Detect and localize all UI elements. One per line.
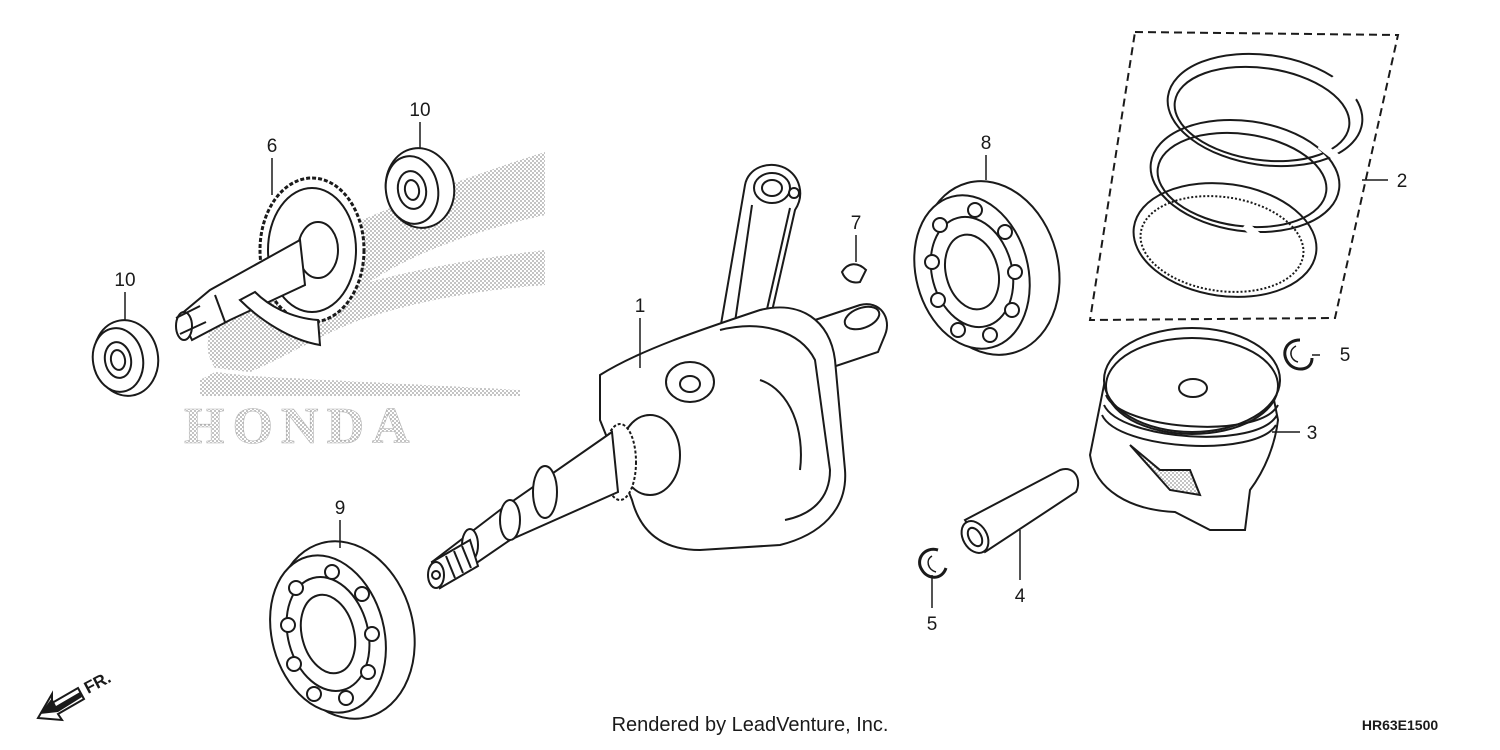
radial-bearing-left[interactable] <box>253 525 434 734</box>
woodruff-key[interactable] <box>842 264 866 282</box>
balancer-shaft[interactable] <box>176 178 364 345</box>
piston-pin-clip-b[interactable] <box>920 549 946 577</box>
front-direction-label: FR. <box>81 668 114 698</box>
callout-piston-pin-clip-a: 5 <box>1340 345 1351 366</box>
leader-lines <box>124 122 1388 608</box>
callout-balancer-shaft: 6 <box>267 136 278 157</box>
callout-labels: 1 2 3 4 5 5 6 7 8 9 10 10 <box>114 100 1407 635</box>
callout-radial-bearing-right: 8 <box>981 133 992 154</box>
render-credit: Rendered by LeadVenture, Inc. <box>612 714 889 736</box>
callout-piston-pin: 4 <box>1015 586 1026 607</box>
callout-radial-bearing-left: 9 <box>335 498 346 519</box>
callout-woodruff-key: 7 <box>851 213 862 234</box>
piston-ring-set[interactable] <box>1090 32 1398 320</box>
callout-piston-ring-set: 2 <box>1397 171 1408 192</box>
radial-bearing-right[interactable] <box>898 165 1079 370</box>
piston-pin-clip-a[interactable] <box>1285 340 1312 369</box>
honda-wordmark: HONDA <box>184 398 418 455</box>
callout-piston: 3 <box>1307 423 1318 444</box>
front-direction-marker: FR. <box>36 668 114 722</box>
balancer-bearing-top[interactable] <box>380 143 461 234</box>
callout-crankshaft: 1 <box>635 296 646 317</box>
callout-piston-pin-clip-b: 5 <box>927 614 938 635</box>
balancer-bearing-left[interactable] <box>88 315 164 401</box>
diagram-code: HR63E1500 <box>1362 717 1438 733</box>
callout-balancer-bearing-top: 10 <box>409 100 430 121</box>
piston[interactable] <box>1090 328 1280 530</box>
callout-balancer-bearing-left: 10 <box>114 270 135 291</box>
crankshaft[interactable] <box>428 165 887 588</box>
piston-pin[interactable] <box>956 469 1078 558</box>
arrow-front-icon <box>36 686 86 722</box>
